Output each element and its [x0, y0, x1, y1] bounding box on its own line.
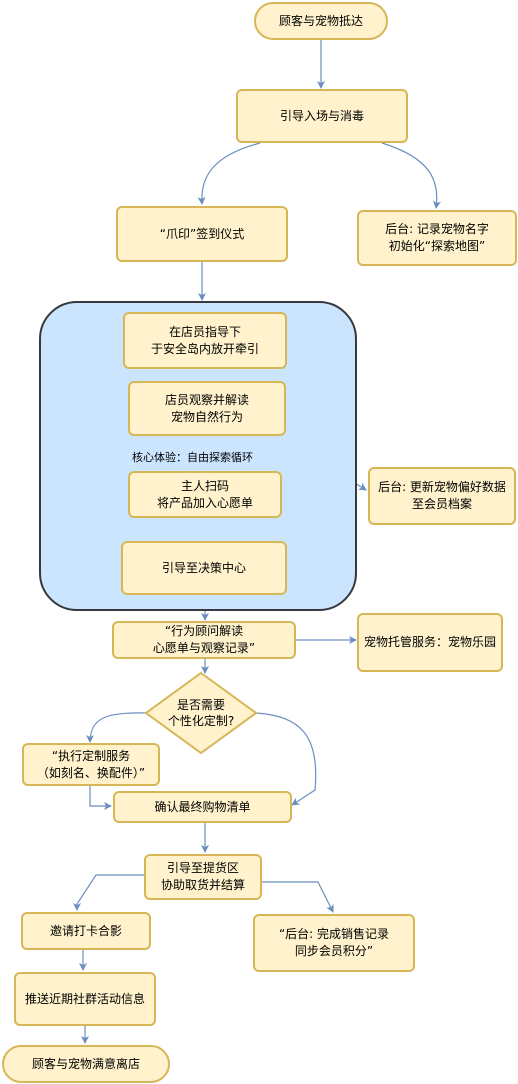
edge-pickup-photo: [73, 874, 145, 911]
node-decision-center: 引导至决策中心: [121, 541, 287, 595]
node-daycare: 宠物托管服务：宠物乐园: [357, 613, 503, 672]
node-confirm-list: 确认最终购物清单: [113, 791, 292, 823]
node-leave: 顾客与宠物满意离店: [2, 1045, 170, 1083]
edge-diamond-custom: [86, 712, 148, 743]
node-observe: 店员观察并解读 宠物自然行为: [128, 381, 286, 436]
node-photo: 邀请打卡合影: [21, 912, 151, 950]
node-backend-record: 后台: 记录宠物名字 初始化“探索地图”: [357, 210, 517, 266]
node-release-leash: 在店员指导下 于安全岛内放开牵引: [123, 312, 287, 369]
node-pickup: 引导至提货区 协助取货并结算: [144, 854, 262, 900]
decision-diamond: [144, 671, 258, 755]
node-backend-sales: “后台: 完成销售记录 同步会员积分”: [253, 914, 415, 972]
node-community: 推送近期社群活动信息: [14, 972, 156, 1026]
node-custom-service: “执行定制服务 （如刻名、换配件）”: [22, 743, 160, 786]
loop-label: 核心体验：自由探索循环: [132, 451, 253, 464]
edge-diamond-confirm: [255, 712, 317, 806]
node-backend-pref: 后台: 更新宠物偏好数据 至会员档案: [368, 467, 516, 525]
node-paw-checkin: “爪印”签到仪式: [116, 206, 288, 262]
edge-custom-confirm: [89, 786, 112, 810]
node-advisor: “行为顾问解读 心愿单与观察记录”: [112, 621, 296, 659]
diamond-label: 是否需要 个性化定制?: [167, 698, 235, 728]
edge-entry-checkin: [197, 142, 261, 205]
node-guide-entry: 引导入场与消毒: [236, 89, 408, 143]
edge-pickup-sales: [262, 881, 334, 913]
node-arrive: 顾客与宠物抵达: [254, 2, 388, 40]
edge-entry-backend: [381, 142, 441, 209]
node-scan: 主人扫码 将产品加入心愿单: [128, 471, 282, 518]
